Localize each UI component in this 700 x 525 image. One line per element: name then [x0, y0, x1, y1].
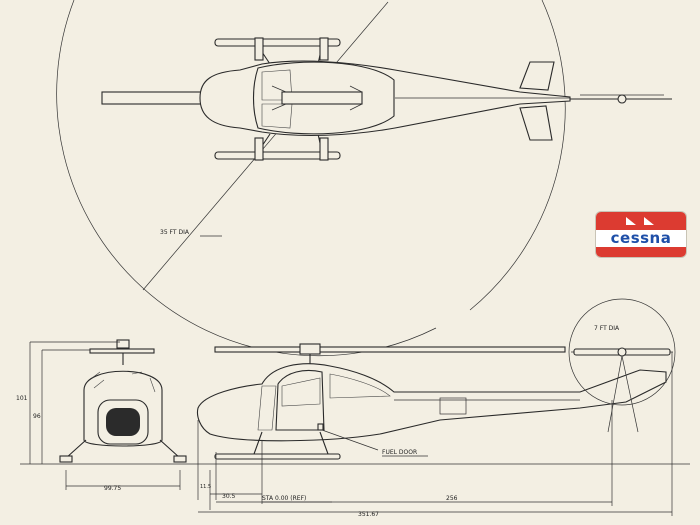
skid-left-plan — [214, 38, 341, 47]
dim-height-mast: 96 — [33, 413, 41, 420]
skid-right-plan — [214, 151, 341, 160]
tail-rotor-guide — [607, 355, 639, 433]
rotor-blade-side — [214, 346, 566, 353]
top-view: 35 FT DIA — [56, 0, 672, 357]
strut-block-2 — [319, 37, 329, 61]
fuel-door-mark — [317, 423, 324, 431]
logo-wordmark: cessna — [610, 229, 672, 247]
canopy-glint-front — [91, 371, 156, 393]
main-rotor-dia-label: 35 FT DIA — [160, 229, 190, 236]
engine-intake — [106, 408, 140, 436]
mast-housing-plan — [281, 91, 363, 105]
side-view: 7 FT DIA FUEL DOOR — [196, 298, 676, 460]
dim-a: 11.5 — [200, 484, 211, 490]
logo-flag-right — [644, 217, 654, 225]
rear-window-side — [329, 373, 391, 399]
logo-bottom-band — [596, 247, 686, 257]
dim-overall-length: 351.67 — [358, 511, 379, 518]
dim-tread: 99.75 — [104, 485, 121, 492]
cessna-logo: cessna — [596, 212, 686, 257]
dim-c: 256 — [446, 495, 458, 502]
strut-block-3 — [254, 137, 264, 161]
skid-left-front — [59, 455, 73, 463]
stabilizer-right-plan — [519, 105, 553, 141]
skid-right-front — [173, 455, 187, 463]
strut-block-1 — [254, 37, 264, 61]
front-view — [59, 339, 187, 463]
dimensions: 101 96 99.75 11.5 30.5 STA 0.00 (REF) 25… — [16, 341, 673, 518]
tail-rotor-hub-plan — [617, 94, 627, 104]
logo-white-band — [596, 230, 686, 247]
boom-panel — [439, 397, 467, 415]
rotor-hub-side — [299, 343, 321, 355]
logo-top-band — [596, 212, 686, 230]
main-rotor-disc-arc-right — [469, 0, 566, 311]
tail-rotor-disc — [568, 298, 676, 406]
rotor-diameter-leader — [142, 1, 389, 291]
fuselage-side — [196, 363, 667, 442]
fuel-door-leader — [321, 429, 379, 451]
tail-rotor-dia-label: 7 FT DIA — [594, 325, 620, 332]
strut-block-4 — [319, 137, 329, 161]
tail-rotor-hub-side — [617, 347, 627, 357]
skid-struts-side — [253, 431, 329, 455]
front-glass-side — [257, 385, 277, 431]
rotor-hub-front — [116, 339, 130, 349]
main-rotor-disc-arc-left — [56, 0, 437, 357]
stabilizer-left-plan — [519, 61, 555, 91]
station-ref: STA 0.00 (REF) — [262, 495, 306, 502]
door-window-side — [281, 377, 321, 407]
fuel-door-label: FUEL DOOR — [382, 449, 417, 456]
mast-links-plan — [271, 85, 363, 111]
skid-side — [214, 453, 341, 460]
dim-height-overall: 101 — [16, 395, 28, 402]
door-side — [275, 369, 325, 431]
logo-flag-left — [626, 217, 636, 225]
rotor-blade-front — [89, 348, 155, 354]
skid-struts-front — [65, 439, 181, 459]
dim-b: 30.5 — [222, 493, 236, 500]
